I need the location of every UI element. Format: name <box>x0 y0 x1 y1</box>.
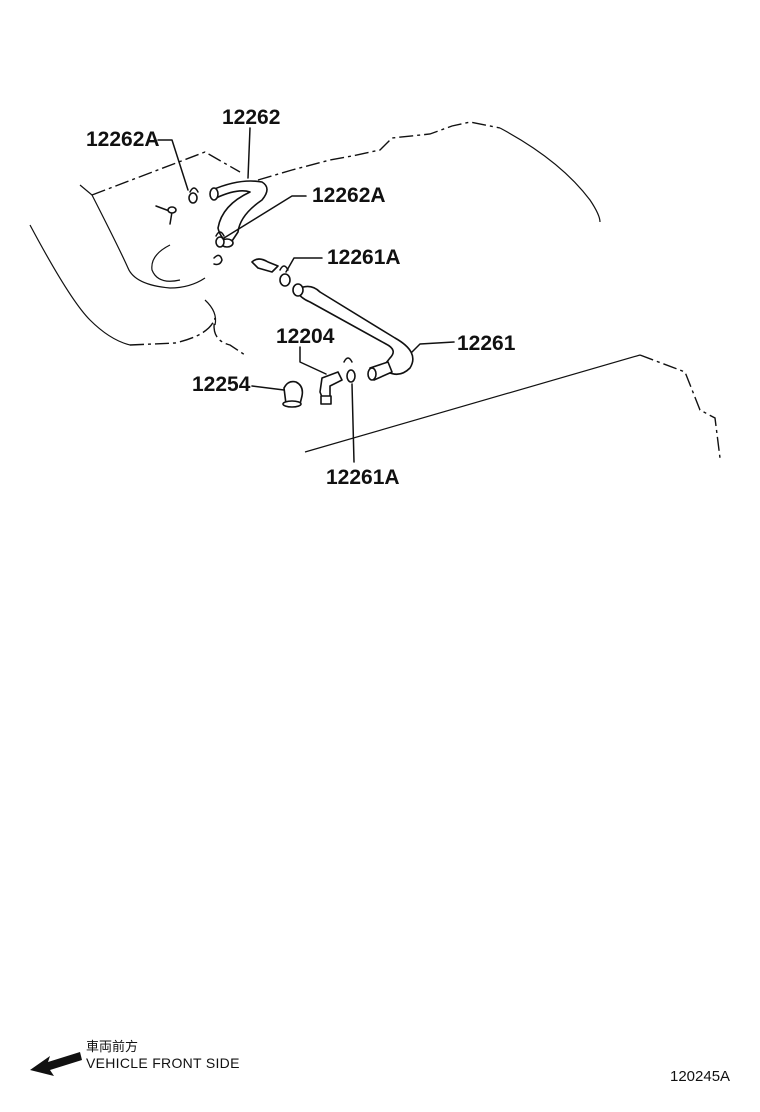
callout-12261: 12261 <box>457 332 516 355</box>
callout-12261a-upper: 12261A <box>327 246 401 269</box>
front-direction-arrow-icon <box>30 1052 82 1076</box>
callout-12262: 12262 <box>222 106 280 129</box>
grommet-12254 <box>282 380 304 408</box>
callout-12262a-right: 12262A <box>312 184 386 207</box>
callout-12262a-left: 12262A <box>86 128 160 151</box>
callout-12261a-lower: 12261A <box>326 466 400 489</box>
callout-12204: 12204 <box>276 325 335 348</box>
leader-lines <box>157 127 455 463</box>
engine-outline <box>29 121 601 356</box>
clip-12262a-right <box>215 231 225 248</box>
fitting-upper <box>251 258 291 287</box>
vehicle-front-label: VEHICLE FRONT SIDE <box>86 1055 240 1071</box>
callout-12254: 12254 <box>192 373 251 396</box>
clip-12261a-lower <box>343 357 356 383</box>
clip-12262a-left <box>188 187 199 204</box>
port-hook <box>213 254 223 266</box>
vehicle-front-label-jp: 車両前方 <box>86 1040 139 1055</box>
pcv-valve-12204 <box>319 371 343 405</box>
hose-12261 <box>292 283 414 381</box>
pcv-small-part <box>155 205 177 225</box>
engine-block-outline <box>304 354 721 459</box>
diagram-code: 120245A <box>670 1068 731 1085</box>
